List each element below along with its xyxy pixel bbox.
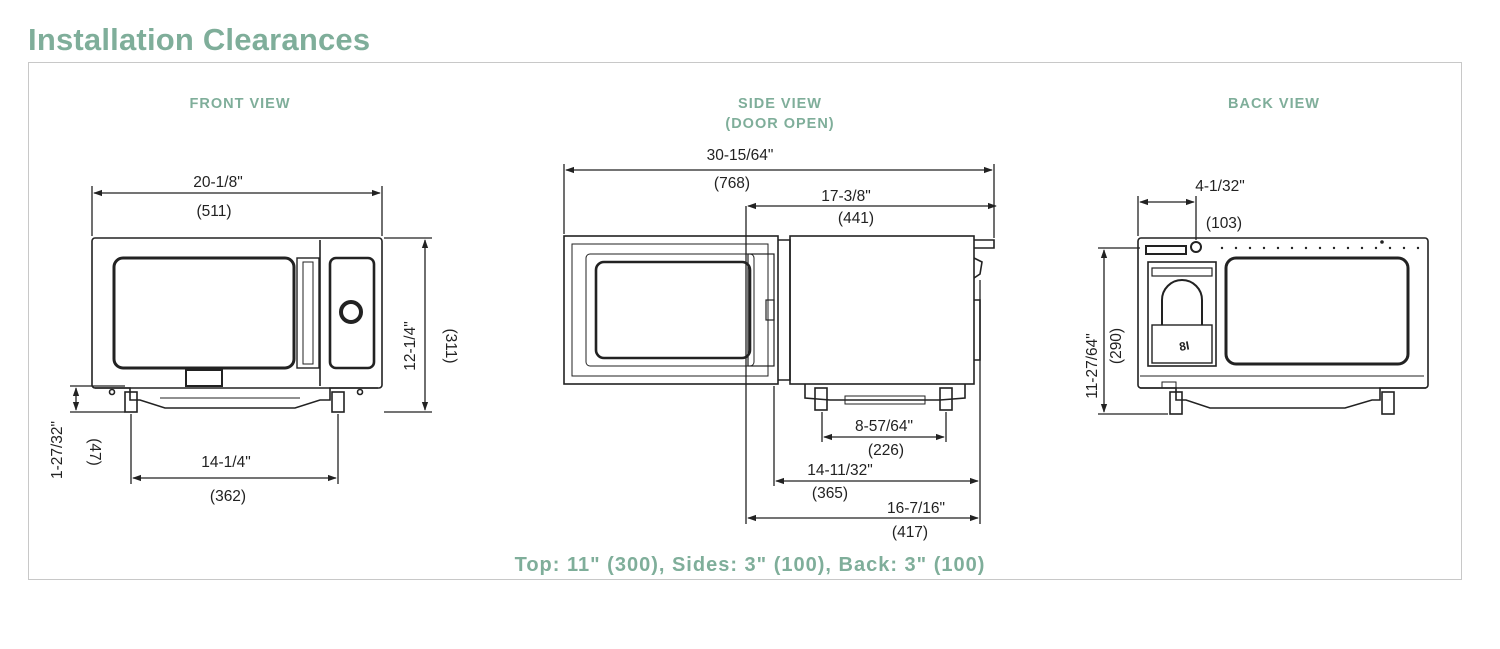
front-feet-in: 14-1/4" <box>201 454 250 471</box>
page-title: Installation Clearances <box>28 22 371 57</box>
side-open-mm: (768) <box>714 175 750 192</box>
door-handle <box>296 257 320 369</box>
side-total-in: 16-7/16" <box>887 500 945 517</box>
diagram-frame <box>28 62 1462 580</box>
side-foot-left <box>814 387 828 411</box>
front-width-in: 20-1/8" <box>193 174 242 191</box>
front-cabinet <box>91 237 383 389</box>
front-width-mm: (511) <box>196 203 231 220</box>
front-height-mm: (311) <box>442 328 459 363</box>
open-door <box>563 235 779 385</box>
side-cabinet <box>789 235 975 385</box>
back-height-in: 11-27/64" <box>1084 333 1101 399</box>
front-feet-mm: (362) <box>210 488 246 505</box>
side-feet-mm: (226) <box>868 442 904 459</box>
side-depth-mm: (365) <box>812 485 848 502</box>
front-foot-right <box>331 391 345 413</box>
front-view-label: FRONT VIEW <box>189 96 291 112</box>
side-view-drawing <box>563 235 995 411</box>
back-view-drawing: 8I <box>1137 237 1429 415</box>
front-foot-left <box>124 391 138 413</box>
door-window-side <box>594 260 752 360</box>
back-view-label: BACK VIEW <box>1228 96 1320 112</box>
back-foot-right <box>1381 391 1395 415</box>
clearance-note: Top: 11" (300), Sides: 3" (100), Back: 3… <box>514 554 986 576</box>
back-offset-mm: (103) <box>1206 215 1242 232</box>
back-cabinet <box>1137 237 1429 389</box>
front-height-in: 12-1/4" <box>402 321 419 370</box>
back-foot-left <box>1169 391 1183 415</box>
side-view-label-line1: SIDE VIEW <box>738 96 822 112</box>
dial-knob <box>339 300 363 324</box>
side-depth-in: 14-11/32" <box>807 462 873 479</box>
rear-access-panel <box>1147 261 1217 367</box>
side-open-in: 30-15/64" <box>707 147 774 164</box>
front-foot-in: 1-27/32" <box>49 421 66 479</box>
back-offset-in: 4-1/32" <box>1195 178 1244 195</box>
back-vent-panel <box>1224 256 1410 366</box>
back-height-mm: (290) <box>1108 328 1125 364</box>
side-body-mm: (441) <box>838 210 874 227</box>
control-panel <box>328 256 376 370</box>
side-foot-right <box>939 387 953 411</box>
side-dimensions <box>563 164 997 524</box>
front-foot-mm: (47) <box>86 438 103 466</box>
side-feet-in: 8-57/64" <box>855 418 913 435</box>
front-window <box>112 256 296 370</box>
back-dimensions <box>1098 196 1197 415</box>
power-cord-outlet <box>1190 241 1202 253</box>
front-dimensions <box>70 186 432 484</box>
door-release <box>185 369 223 387</box>
side-view-label: SIDE VIEW (DOOR OPEN) <box>680 94 880 134</box>
front-view-drawing <box>91 237 383 413</box>
side-view-label-line2: (DOOR OPEN) <box>725 116 835 132</box>
side-body-in: 17-3/8" <box>821 188 870 205</box>
side-total-mm: (417) <box>892 524 928 541</box>
panel-text: 8I <box>1178 338 1190 354</box>
